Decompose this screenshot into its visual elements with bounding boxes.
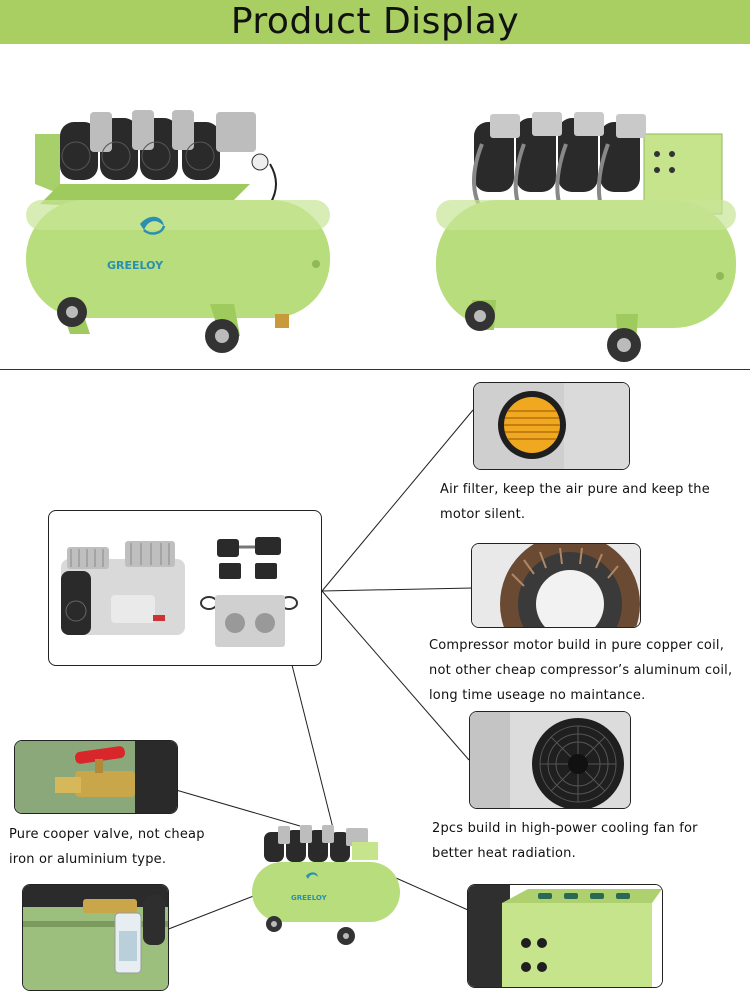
product-photo-front: GREELOY xyxy=(20,104,340,360)
copper-coil-caption: Compressor motor build in pure copper co… xyxy=(429,638,733,703)
header-banner: Product Display xyxy=(0,0,750,44)
cooling-fan-caption: 2pcs build in high-power cooling fan for… xyxy=(432,821,698,861)
brand-logo-text-small: GREELOY xyxy=(291,894,328,902)
air-filter-caption: Air filter, keep the air pure and keep t… xyxy=(440,482,710,522)
product-photo-angled xyxy=(432,104,742,368)
air-filter-image xyxy=(473,382,630,470)
valve-image xyxy=(14,740,178,814)
valve-caption: Pure cooper valve, not cheap iron or alu… xyxy=(9,827,205,867)
page-title: Product Display xyxy=(230,1,520,42)
section-divider xyxy=(0,369,750,370)
cooling-fan-image xyxy=(469,711,631,809)
water-filter-image xyxy=(22,884,169,991)
pump-module-image xyxy=(48,510,322,666)
copper-coil-image xyxy=(471,543,641,628)
brand-logo-text: GREELOY xyxy=(107,259,164,272)
control-panel-image xyxy=(467,884,663,988)
center-compressor-image: GREELOY xyxy=(250,822,410,950)
